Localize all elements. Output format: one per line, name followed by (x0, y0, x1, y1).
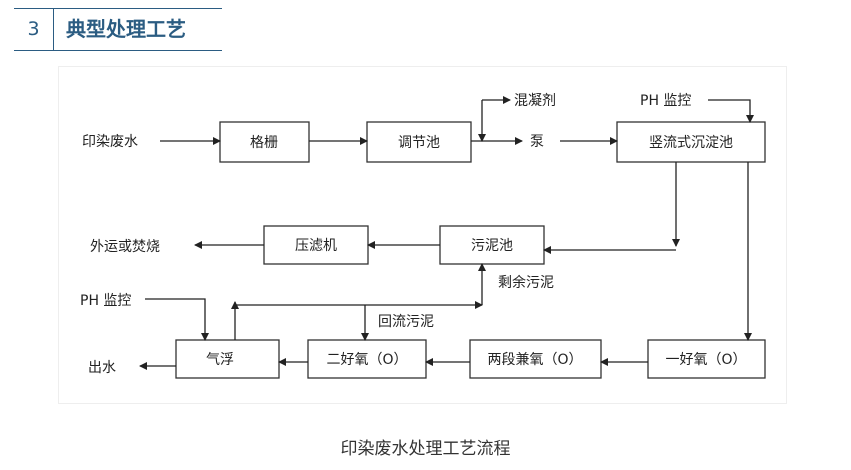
label-input: 印染废水 (82, 134, 138, 150)
node-label: 调节池 (398, 135, 440, 151)
arrow (708, 99, 754, 123)
node-label: 两段兼氧（O） (487, 352, 582, 368)
label-excess-sludge: 剩余污泥 (498, 274, 554, 291)
diagram-frame (58, 66, 787, 404)
label-output: 出水 (88, 360, 116, 376)
node-label: 压滤机 (295, 238, 337, 254)
label-disposal: 外运或焚烧 (90, 239, 160, 255)
section-header: 3 典型处理工艺 (14, 8, 222, 51)
node-sludge-tank (439, 225, 545, 265)
node-label: 一好氧（O） (665, 352, 746, 368)
node-equalization (366, 121, 472, 163)
label-return-sludge: 回流污泥 (378, 314, 434, 330)
arrow (145, 298, 209, 341)
node-vertical-sedimentation (616, 121, 766, 163)
node-label: 二好氧（O） (326, 352, 407, 368)
section-title: 典型处理工艺 (66, 17, 186, 41)
node-label: 气浮 (206, 352, 234, 368)
node-aerobic1 (647, 339, 766, 379)
label-pump: 泵 (530, 134, 544, 150)
label-ph-top: PH 监控 (640, 93, 691, 109)
section-number: 3 (14, 9, 54, 50)
label-coagulant: 混凝剂 (514, 93, 556, 109)
node-label: 污泥池 (471, 238, 513, 254)
figure-caption: 印染废水处理工艺流程 (340, 439, 511, 459)
label-ph-bottom: PH 监控 (80, 293, 131, 309)
node-label: 竖流式沉淀池 (649, 135, 733, 151)
node-air-flotation (175, 339, 280, 379)
node-label: 格栅 (250, 135, 278, 151)
